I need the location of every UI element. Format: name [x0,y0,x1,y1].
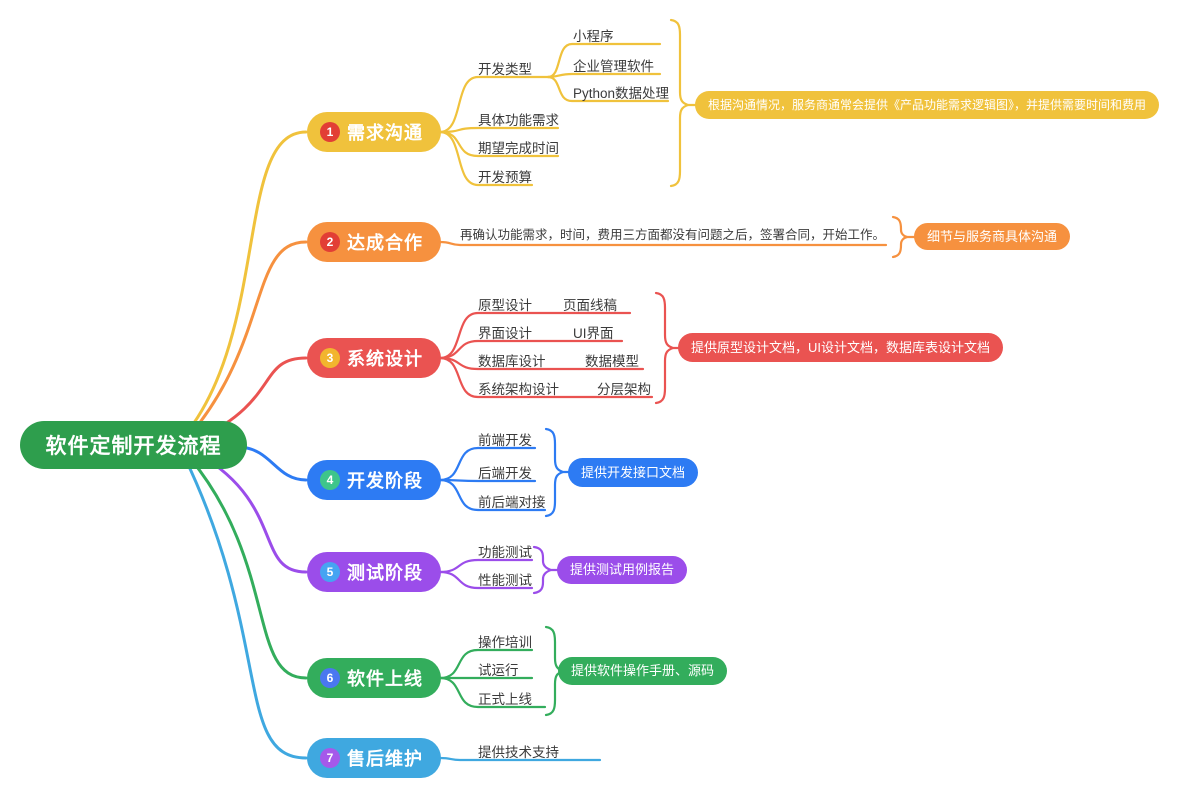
branch-3-number-badge: 3 [320,348,340,368]
connector-b2-desc [438,240,888,247]
branch-node-requirements[interactable]: 1 需求沟通 [307,112,441,152]
subtopic-dev-budget[interactable]: 开发预算 [478,170,532,185]
subtopic-enterprise-software[interactable]: 企业管理软件 [573,59,654,74]
subtopic-tech-support[interactable]: 提供技术支持 [478,745,559,760]
subtopic-page-wireframe[interactable]: 页面线稿 [563,298,617,313]
branch-3-label: 系统设计 [347,349,423,369]
subtopic-function-test[interactable]: 功能测试 [478,545,532,560]
subtopic-operation-training[interactable]: 操作培训 [478,635,532,650]
connector-b6-launch [438,676,547,709]
note-branch-5[interactable]: 提供测试用例报告 [557,556,688,584]
branch-6-number-badge: 6 [320,668,340,688]
brace-branch-2 [891,215,909,259]
branch-2-label: 达成合作 [347,233,423,253]
note-branch-3[interactable]: 提供原型设计文档，UI设计文档，数据库表设计文档 [678,333,1004,362]
branch-5-label: 测试阶段 [347,563,423,583]
brace-branch-3 [654,291,675,405]
branch-1-label: 需求沟通 [347,123,423,143]
subtopic-function-requirements[interactable]: 具体功能需求 [478,113,559,128]
connector-b4-frontend [438,446,537,482]
connector-b3-architecture [438,356,654,399]
subtopic-interface-design[interactable]: 界面设计 [478,326,532,341]
branch-node-launch[interactable]: 6 软件上线 [307,658,441,698]
subtopic-ui-interface[interactable]: UI界面 [573,326,614,341]
branch-node-cooperation[interactable]: 2 达成合作 [307,222,441,262]
subtopic-frontend-backend-integration[interactable]: 前后端对接 [478,495,546,510]
branch-2-number-badge: 2 [320,232,340,252]
root-node-label: 软件定制开发流程 [45,435,222,458]
subtopic-data-model[interactable]: 数据模型 [585,354,639,369]
connector-b1-dev-type [438,75,550,134]
connector-root-to-branch-5 [198,453,308,574]
branch-5-number-badge: 5 [320,562,340,582]
connector-b5-performance-test [438,570,534,590]
connector-root-to-branch-1 [183,130,308,437]
subtopic-official-launch[interactable]: 正式上线 [478,692,532,707]
brace-branch-5 [532,545,553,595]
branch-4-number-badge: 4 [320,470,340,490]
subtopic-architecture-design[interactable]: 系统架构设计 [478,382,559,397]
subtopic-python-data[interactable]: Python数据处理 [573,86,670,101]
branch-7-label: 售后维护 [347,749,423,769]
subtopic-dev-type[interactable]: 开发类型 [478,62,532,77]
branch-node-after-sales[interactable]: 7 售后维护 [307,738,441,778]
note-branch-6[interactable]: 提供软件操作手册、源码 [558,657,728,685]
note-branch-4[interactable]: 提供开发接口文档 [568,458,699,487]
subtopic-prototype-design[interactable]: 原型设计 [478,298,532,313]
branch-node-development[interactable]: 4 开发阶段 [307,460,441,500]
connector-root-to-branch-4 [238,445,308,482]
branch-7-number-badge: 7 [320,748,340,768]
connector-root-to-branch-7 [183,456,308,760]
branch-4-label: 开发阶段 [347,471,423,491]
connector-root-to-branch-6 [188,456,308,680]
brace-branch-1 [669,18,690,188]
subtopic-trial-run[interactable]: 试运行 [478,663,519,678]
branch-node-system-design[interactable]: 3 系统设计 [307,338,441,378]
subtopic-frontend-dev[interactable]: 前端开发 [478,433,532,448]
subtopic-backend-dev[interactable]: 后端开发 [478,466,532,481]
connector-root-to-branch-2 [188,240,308,437]
root-node[interactable]: 软件定制开发流程 [20,421,247,469]
subtopic-cooperation-desc[interactable]: 再确认功能需求，时间，费用三方面都没有问题之后，签署合同，开始工作。 [460,228,886,242]
note-branch-1[interactable]: 根据沟通情况，服务商通常会提供《产品功能需求逻辑图》，并提供需要时间和费用 [695,91,1160,119]
subtopic-performance-test[interactable]: 性能测试 [478,573,532,588]
connector-b7-tech-support [438,756,602,762]
branch-6-label: 软件上线 [347,669,423,689]
branch-node-testing[interactable]: 5 测试阶段 [307,552,441,592]
connector-b4-integration [438,478,547,512]
subtopic-miniprogram[interactable]: 小程序 [573,29,614,44]
subtopic-expected-time[interactable]: 期望完成时间 [478,141,559,156]
subtopic-layered-architecture[interactable]: 分层架构 [597,382,651,397]
brace-branch-4 [544,427,565,518]
connector-b1-python [546,75,670,103]
branch-1-number-badge: 1 [320,122,340,142]
subtopic-database-design[interactable]: 数据库设计 [478,354,546,369]
connector-b1-budget [438,130,534,187]
note-branch-2[interactable]: 细节与服务商具体沟通 [914,223,1071,250]
